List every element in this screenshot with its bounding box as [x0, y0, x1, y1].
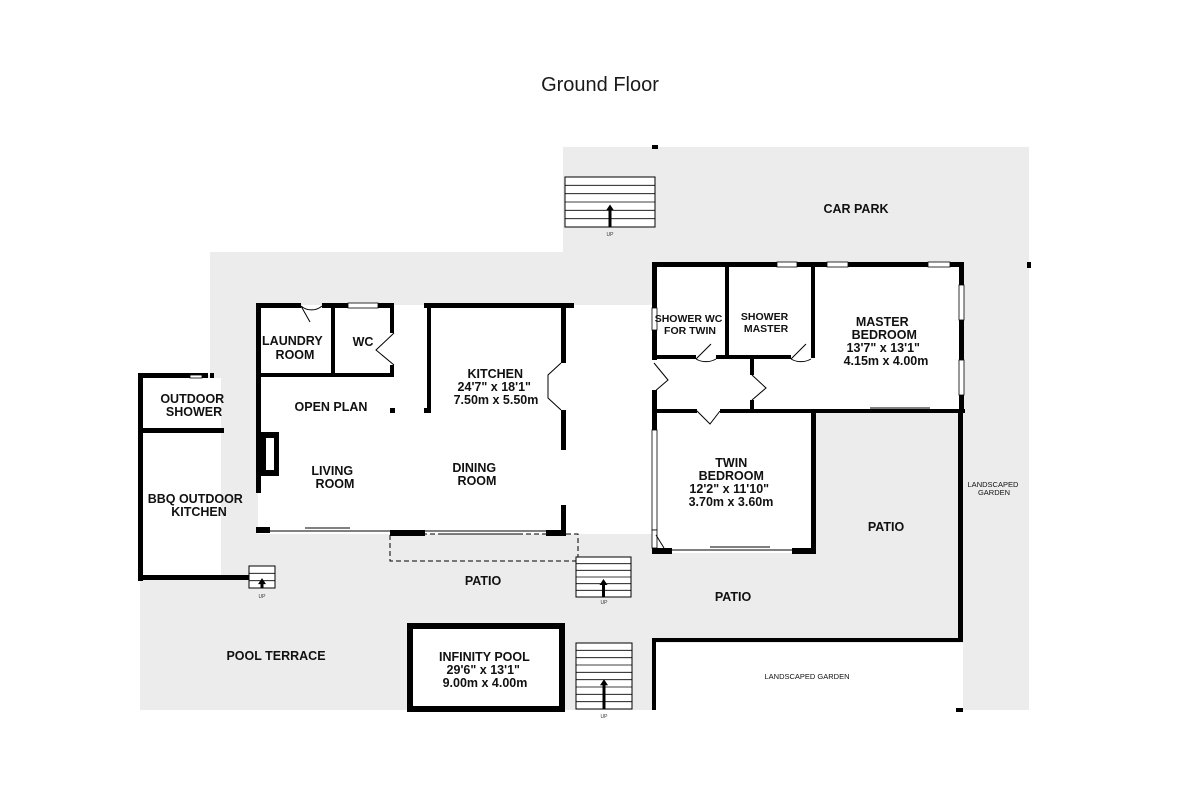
twin-bedroom-label: TWIN BEDROOM 12'2" x 11'10" 3.70m x 3.60… — [689, 456, 774, 509]
infinity-pool-label: INFINITY POOL 29'6" x 13'1" 9.00m x 4.00… — [439, 650, 533, 690]
shower-wc-twin-label: SHOWER WC FOR TWIN — [655, 313, 726, 337]
deck-outline — [389, 533, 579, 562]
doors — [300, 305, 812, 549]
pool-terrace-label: POOL TERRACE — [226, 649, 325, 663]
up-arrow-icon — [606, 204, 614, 227]
car-park-label: CAR PARK — [823, 202, 888, 216]
open-plan-label: OPEN PLAN — [295, 400, 368, 414]
up-arrow-icon — [599, 579, 608, 597]
patio-label-right: PATIO — [868, 520, 905, 534]
outdoor-shower-label: OUTDOOR SHOWER — [160, 392, 227, 419]
stairs-up-1: UP — [564, 176, 656, 238]
stairs-up-label: UP — [601, 600, 609, 606]
patio-label-left: PATIO — [465, 574, 502, 588]
landscaped-garden-right-label: LANDSCAPED GARDEN — [968, 480, 1021, 497]
stairs-up-label: UP — [607, 232, 615, 238]
living-room-label: LIVING ROOM — [311, 464, 356, 491]
bbq-kitchen-label: BBQ OUTDOOR KITCHEN — [148, 492, 247, 519]
stairs: UP UP UP UP — [248, 176, 656, 720]
master-bedroom-label: MASTER BEDROOM 13'7" x 13'1" 4.15m x 4.0… — [844, 315, 929, 368]
room-labels: CAR PARK LAUNDRY ROOM WC KITCHEN 24'7" x… — [148, 202, 1021, 690]
dining-room-label: DINING ROOM — [452, 461, 499, 488]
stairs-up-4: UP — [248, 565, 276, 600]
up-arrow-icon — [600, 679, 608, 709]
shower-master-label: SHOWER MASTER — [741, 311, 791, 335]
plan-title: Ground Floor — [541, 74, 659, 96]
indoor-floor — [143, 263, 963, 710]
wc-label: WC — [353, 335, 374, 349]
laundry-room-label: LAUNDRY ROOM — [262, 334, 326, 362]
stairs-up-label: UP — [601, 714, 609, 720]
stairs-up-label: UP — [259, 594, 267, 600]
walls — [138, 145, 1031, 712]
landscaped-garden-bottom-label: LANDSCAPED GARDEN — [764, 672, 849, 681]
stairs-up-3: UP — [575, 642, 633, 720]
up-arrow-icon — [258, 578, 266, 588]
kitchen-label: KITCHEN 24'7" x 18'1" 7.50m x 5.50m — [454, 367, 539, 407]
windows — [189, 261, 965, 551]
patio-label-middle: PATIO — [715, 590, 752, 604]
stairs-up-2: UP — [575, 556, 632, 606]
